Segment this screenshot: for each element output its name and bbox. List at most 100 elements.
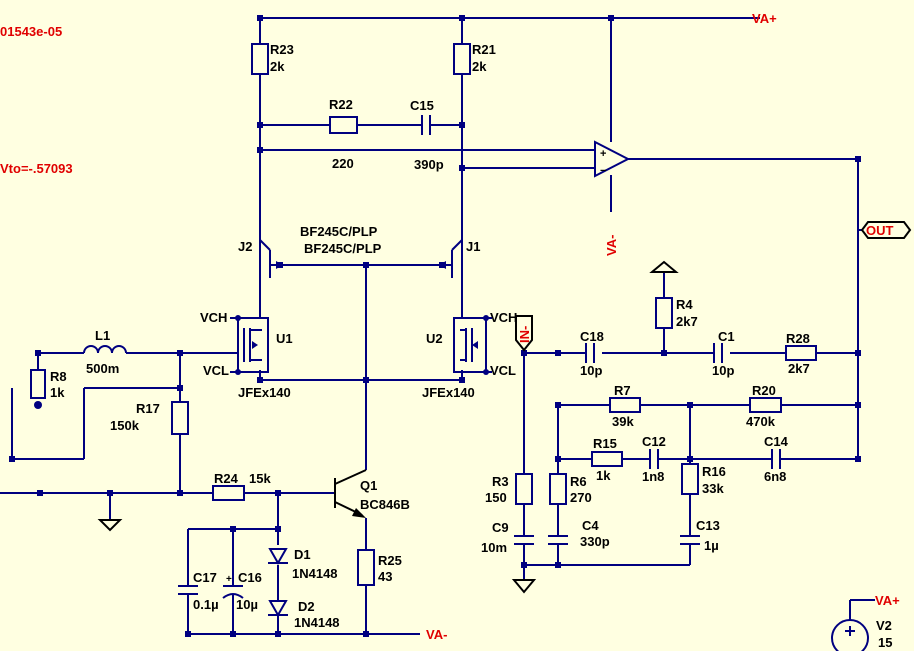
r17-value: 150k bbox=[110, 418, 140, 433]
resistor-r28 bbox=[785, 345, 817, 361]
junction-dots bbox=[9, 15, 861, 637]
resistor-r3 bbox=[515, 473, 533, 505]
c14-name: C14 bbox=[764, 434, 789, 449]
r23-name: R23 bbox=[270, 42, 294, 57]
net-label-in-minus: IN- bbox=[517, 326, 532, 343]
resistor-r25 bbox=[357, 549, 375, 586]
r22-value: 220 bbox=[332, 156, 354, 171]
capacitor-c15 bbox=[421, 115, 431, 135]
capacitor-c13 bbox=[680, 535, 700, 545]
vto-text: Vto=-.57093 bbox=[0, 161, 73, 176]
resistor-r4 bbox=[655, 297, 673, 329]
capacitor-c1 bbox=[713, 343, 723, 363]
r22-name: R22 bbox=[329, 97, 353, 112]
net-label-out: OUT bbox=[866, 223, 894, 238]
r28-value: 2k7 bbox=[788, 361, 810, 376]
c13-value: 1µ bbox=[704, 538, 719, 553]
u1-name: U1 bbox=[276, 331, 293, 346]
u1-pin-vcl: VCL bbox=[203, 363, 229, 378]
resistor-r8 bbox=[30, 369, 46, 399]
j1-name: J1 bbox=[466, 239, 480, 254]
voltage-source-v2 bbox=[831, 619, 869, 651]
svg-text:+: + bbox=[600, 148, 606, 160]
c14-value: 6n8 bbox=[764, 469, 786, 484]
svg-text:−: − bbox=[600, 165, 606, 177]
v2-name: V2 bbox=[876, 618, 892, 633]
resistor-r6 bbox=[549, 473, 567, 505]
j2-name: J2 bbox=[238, 239, 252, 254]
net-label-vam-bottom: VA- bbox=[426, 627, 447, 642]
resistor-r7 bbox=[609, 397, 641, 413]
c1-name: C1 bbox=[718, 329, 735, 344]
r7-value: 39k bbox=[612, 414, 634, 429]
sim-value-text: 01543e-05 bbox=[0, 24, 62, 39]
ic-u2 bbox=[453, 315, 489, 375]
c15-value: 390p bbox=[414, 157, 444, 172]
resistor-r20 bbox=[749, 397, 782, 413]
resistor-r23 bbox=[251, 43, 269, 75]
transistor-q1 bbox=[334, 469, 367, 518]
c13-name: C13 bbox=[696, 518, 720, 533]
jfet-j2 bbox=[259, 239, 283, 278]
r16-name: R16 bbox=[702, 464, 726, 479]
capacitor-c16: + bbox=[222, 574, 244, 599]
r8-value: 1k bbox=[50, 385, 65, 400]
c16-name: C16 bbox=[238, 570, 262, 585]
diode-d2 bbox=[268, 600, 288, 618]
c9-name: C9 bbox=[492, 520, 509, 535]
c17-name: C17 bbox=[193, 570, 217, 585]
l1-value: 500m bbox=[86, 361, 119, 376]
c17-value: 0.1µ bbox=[193, 597, 219, 612]
r25-value: 43 bbox=[378, 569, 392, 584]
ic-u1 bbox=[235, 315, 269, 375]
r16-value: 33k bbox=[702, 481, 724, 496]
r23-value: 2k bbox=[270, 59, 285, 74]
r7-name: R7 bbox=[614, 383, 631, 398]
wires bbox=[0, 17, 875, 635]
diode-d1 bbox=[268, 548, 288, 566]
ground-symbol-right bbox=[511, 579, 537, 594]
q1-model: BC846B bbox=[360, 497, 410, 512]
d1-name: D1 bbox=[294, 547, 311, 562]
in-minus-port bbox=[515, 315, 533, 352]
c12-value: 1n8 bbox=[642, 469, 664, 484]
l1-name: L1 bbox=[95, 328, 110, 343]
c15-name: C15 bbox=[410, 98, 434, 113]
resistor-r17 bbox=[171, 401, 189, 435]
c18-value: 10p bbox=[580, 363, 602, 378]
r6-value: 270 bbox=[570, 490, 592, 505]
u2-pin-vcl: VCL bbox=[490, 363, 516, 378]
capacitor-c14 bbox=[771, 449, 781, 469]
resistor-r24 bbox=[212, 485, 245, 501]
r28-name: R28 bbox=[786, 331, 810, 346]
capacitor-c4 bbox=[548, 535, 568, 545]
r20-value: 470k bbox=[746, 414, 776, 429]
c16-value: 10µ bbox=[236, 597, 258, 612]
u2-pin-vch: VCH bbox=[490, 310, 517, 325]
jfet-j1 bbox=[439, 239, 463, 278]
svg-text:+: + bbox=[226, 574, 232, 585]
u2-model: JFEx140 bbox=[422, 385, 475, 400]
r20-name: R20 bbox=[752, 383, 776, 398]
r17-name: R17 bbox=[136, 401, 160, 416]
net-label-vap-v2: VA+ bbox=[875, 593, 900, 608]
r24-value: 15k bbox=[249, 471, 271, 486]
r8-terminal-dot bbox=[34, 401, 42, 409]
r24-name: R24 bbox=[214, 471, 239, 486]
d2-name: D2 bbox=[298, 599, 315, 614]
supply-port-r4 bbox=[649, 260, 679, 273]
c12-name: C12 bbox=[642, 434, 666, 449]
ground-symbol-left bbox=[97, 519, 123, 532]
r3-name: R3 bbox=[492, 474, 509, 489]
c4-value: 330p bbox=[580, 534, 610, 549]
r25-name: R25 bbox=[378, 553, 402, 568]
r3-value: 150 bbox=[485, 490, 507, 505]
capacitor-c18 bbox=[585, 343, 595, 363]
u1-model: JFEx140 bbox=[238, 385, 291, 400]
resistor-r21 bbox=[453, 43, 471, 75]
r15-value: 1k bbox=[596, 468, 611, 483]
r21-value: 2k bbox=[472, 59, 487, 74]
u1-pin-vch: VCH bbox=[200, 310, 227, 325]
r8-name: R8 bbox=[50, 369, 67, 384]
